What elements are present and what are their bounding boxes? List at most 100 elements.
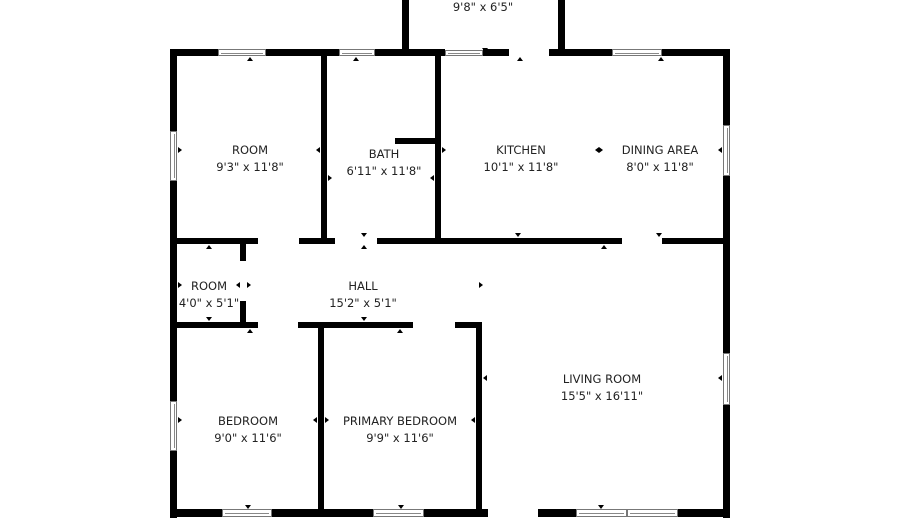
measure-tick-icon <box>595 147 599 153</box>
measure-tick-icon <box>601 245 607 249</box>
window-bottom-primary <box>373 509 424 517</box>
window-right-dining <box>723 125 730 176</box>
measure-tick-icon <box>361 317 367 321</box>
wall-hall-bottom-2 <box>298 322 413 328</box>
measure-tick-icon <box>328 175 332 181</box>
exterior-wall-right-2 <box>723 176 730 353</box>
room-dimensions: 9'0" x 11'6" <box>214 431 282 445</box>
measure-tick-icon <box>515 233 521 237</box>
room-dimensions: 4'0" x 5'1" <box>178 296 240 310</box>
room-label-bedroom: BEDROOM 9'0" x 11'6" <box>214 413 282 447</box>
room-label-primary-bedroom: PRIMARY BEDROOM 9'9" x 11'6" <box>343 413 457 447</box>
exterior-wall-right-3 <box>723 405 730 518</box>
window-left-bedroom <box>170 401 177 451</box>
measure-tick-icon <box>206 245 212 249</box>
measure-tick-icon <box>479 282 483 288</box>
room-label-living: LIVING ROOM 15'5" x 16'11" <box>561 371 643 405</box>
exterior-wall-left-1 <box>170 49 177 131</box>
window-top-bath <box>339 49 375 56</box>
exterior-wall-top-4 <box>483 49 509 56</box>
measure-tick-icon <box>178 282 182 288</box>
window-top-dining <box>612 49 662 56</box>
measure-tick-icon <box>656 233 662 237</box>
measure-tick-icon <box>430 175 434 181</box>
room-dimensions: 9'9" x 11'6" <box>366 431 434 445</box>
exterior-wall-top-1 <box>170 49 218 56</box>
measure-tick-icon <box>206 317 212 321</box>
room-name: BEDROOM <box>217 414 279 428</box>
window-top-kitchen <box>445 50 483 56</box>
measure-tick-icon <box>718 147 722 153</box>
exterior-wall-left-2 <box>170 181 177 401</box>
room-name: HALL <box>348 279 378 293</box>
room-label-room-top: ROOM 9'3" x 11'8" <box>216 142 284 176</box>
measure-tick-icon <box>398 505 404 509</box>
measure-tick-icon <box>353 57 359 61</box>
room-dimensions: 15'5" x 16'11" <box>560 389 644 403</box>
porch-wall-left <box>402 0 409 56</box>
measure-tick-icon <box>718 375 722 381</box>
measure-tick-icon <box>361 245 367 249</box>
measure-tick-icon <box>471 417 475 423</box>
room-label-room-small: ROOM 4'0" x 5'1" <box>179 278 239 312</box>
measure-tick-icon <box>397 329 403 333</box>
exterior-wall-bottom-4 <box>538 509 576 517</box>
measure-tick-icon <box>483 375 487 381</box>
wall-hall-top-3 <box>377 238 622 244</box>
room-name: DINING AREA <box>621 143 699 157</box>
window-right-living <box>723 353 730 405</box>
wall-primary-living <box>476 322 482 517</box>
measure-tick-icon <box>599 147 603 153</box>
exterior-wall-bottom-5 <box>678 509 730 517</box>
window-left-room <box>170 131 177 181</box>
wall-bath-stub <box>395 138 437 144</box>
room-label-porch: 9'8" x 6'5" <box>453 0 513 16</box>
wall-bath-kitchen <box>435 49 441 244</box>
room-label-hall: HALL 15'2" x 5'1" <box>329 278 397 312</box>
wall-bedroom-primary <box>318 322 324 517</box>
exterior-wall-top-6 <box>662 49 730 56</box>
wall-hall-top-4 <box>662 238 730 244</box>
measure-tick-icon <box>598 505 604 509</box>
window-top-room <box>218 49 266 56</box>
exterior-wall-top-3 <box>375 49 445 56</box>
measure-tick-icon <box>247 57 253 61</box>
exterior-wall-left-3 <box>170 451 177 518</box>
exterior-wall-bottom-3 <box>424 509 488 517</box>
measure-tick-icon <box>247 329 253 333</box>
room-dimensions: 6'11" x 11'8" <box>346 164 422 178</box>
room-dimensions: 9'8" x 6'5" <box>452 0 514 14</box>
window-bottom-living-2 <box>627 509 678 517</box>
porch-wall-right <box>558 0 565 56</box>
measure-tick-icon <box>442 147 446 153</box>
room-label-dining: DINING AREA 8'0" x 11'8" <box>622 142 698 176</box>
measure-tick-icon <box>316 147 320 153</box>
measure-tick-icon <box>247 282 251 288</box>
wall-hall-top-1 <box>170 238 258 244</box>
exterior-wall-bottom-1 <box>170 509 222 517</box>
measure-tick-icon <box>236 282 240 288</box>
room-label-kitchen: KITCHEN 10'1" x 11'8" <box>484 142 559 176</box>
room-name: KITCHEN <box>496 143 546 157</box>
exterior-wall-top-5 <box>549 49 612 56</box>
measure-tick-icon <box>178 147 182 153</box>
wall-smallroom-right-upper <box>240 238 246 261</box>
wall-hall-top-2 <box>299 238 335 244</box>
exterior-wall-right-1 <box>723 49 730 125</box>
wall-room-bath <box>321 49 327 244</box>
window-bottom-living-1 <box>576 509 627 517</box>
wall-hall-bottom-1 <box>170 322 258 328</box>
wall-smallroom-right-lower <box>240 301 246 328</box>
window-bottom-bedroom <box>222 509 272 517</box>
measure-tick-icon <box>178 417 182 423</box>
room-dimensions: 9'3" x 11'8" <box>216 160 284 174</box>
room-dimensions: 8'0" x 11'8" <box>626 160 694 174</box>
measure-tick-icon <box>313 417 317 423</box>
room-dimensions: 15'2" x 5'1" <box>329 296 397 310</box>
measure-tick-icon <box>361 233 367 237</box>
measure-tick-icon <box>325 417 329 423</box>
room-label-bath: BATH 6'11" x 11'8" <box>347 146 422 180</box>
room-name: LIVING ROOM <box>562 372 642 386</box>
room-dimensions: 10'1" x 11'8" <box>483 160 559 174</box>
room-name: ROOM <box>190 279 228 293</box>
